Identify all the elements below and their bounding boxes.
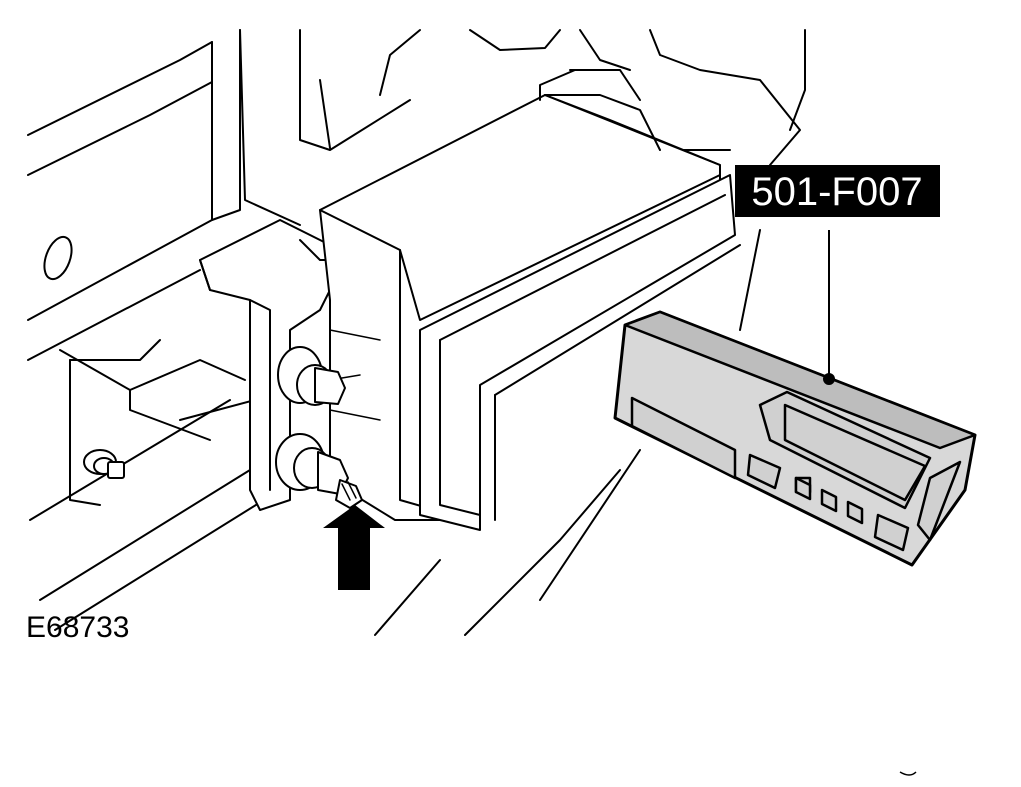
vehicle-frame — [27, 29, 806, 636]
tool-callout: 501-F007 — [735, 165, 940, 217]
tool-callout-text: 501-F007 — [751, 170, 922, 214]
module-housing — [319, 69, 741, 531]
tool-leader-line — [823, 230, 835, 385]
upper-nut — [277, 346, 346, 406]
figure-id-label: E68733 — [26, 611, 129, 644]
adjustment-stud — [275, 433, 363, 509]
inclinometer-tool-icon — [613, 310, 977, 567]
frame-bolt — [83, 449, 125, 479]
stray-mark — [899, 771, 917, 776]
tool-callout-box — [735, 165, 940, 217]
up-arrow-icon — [323, 505, 385, 590]
